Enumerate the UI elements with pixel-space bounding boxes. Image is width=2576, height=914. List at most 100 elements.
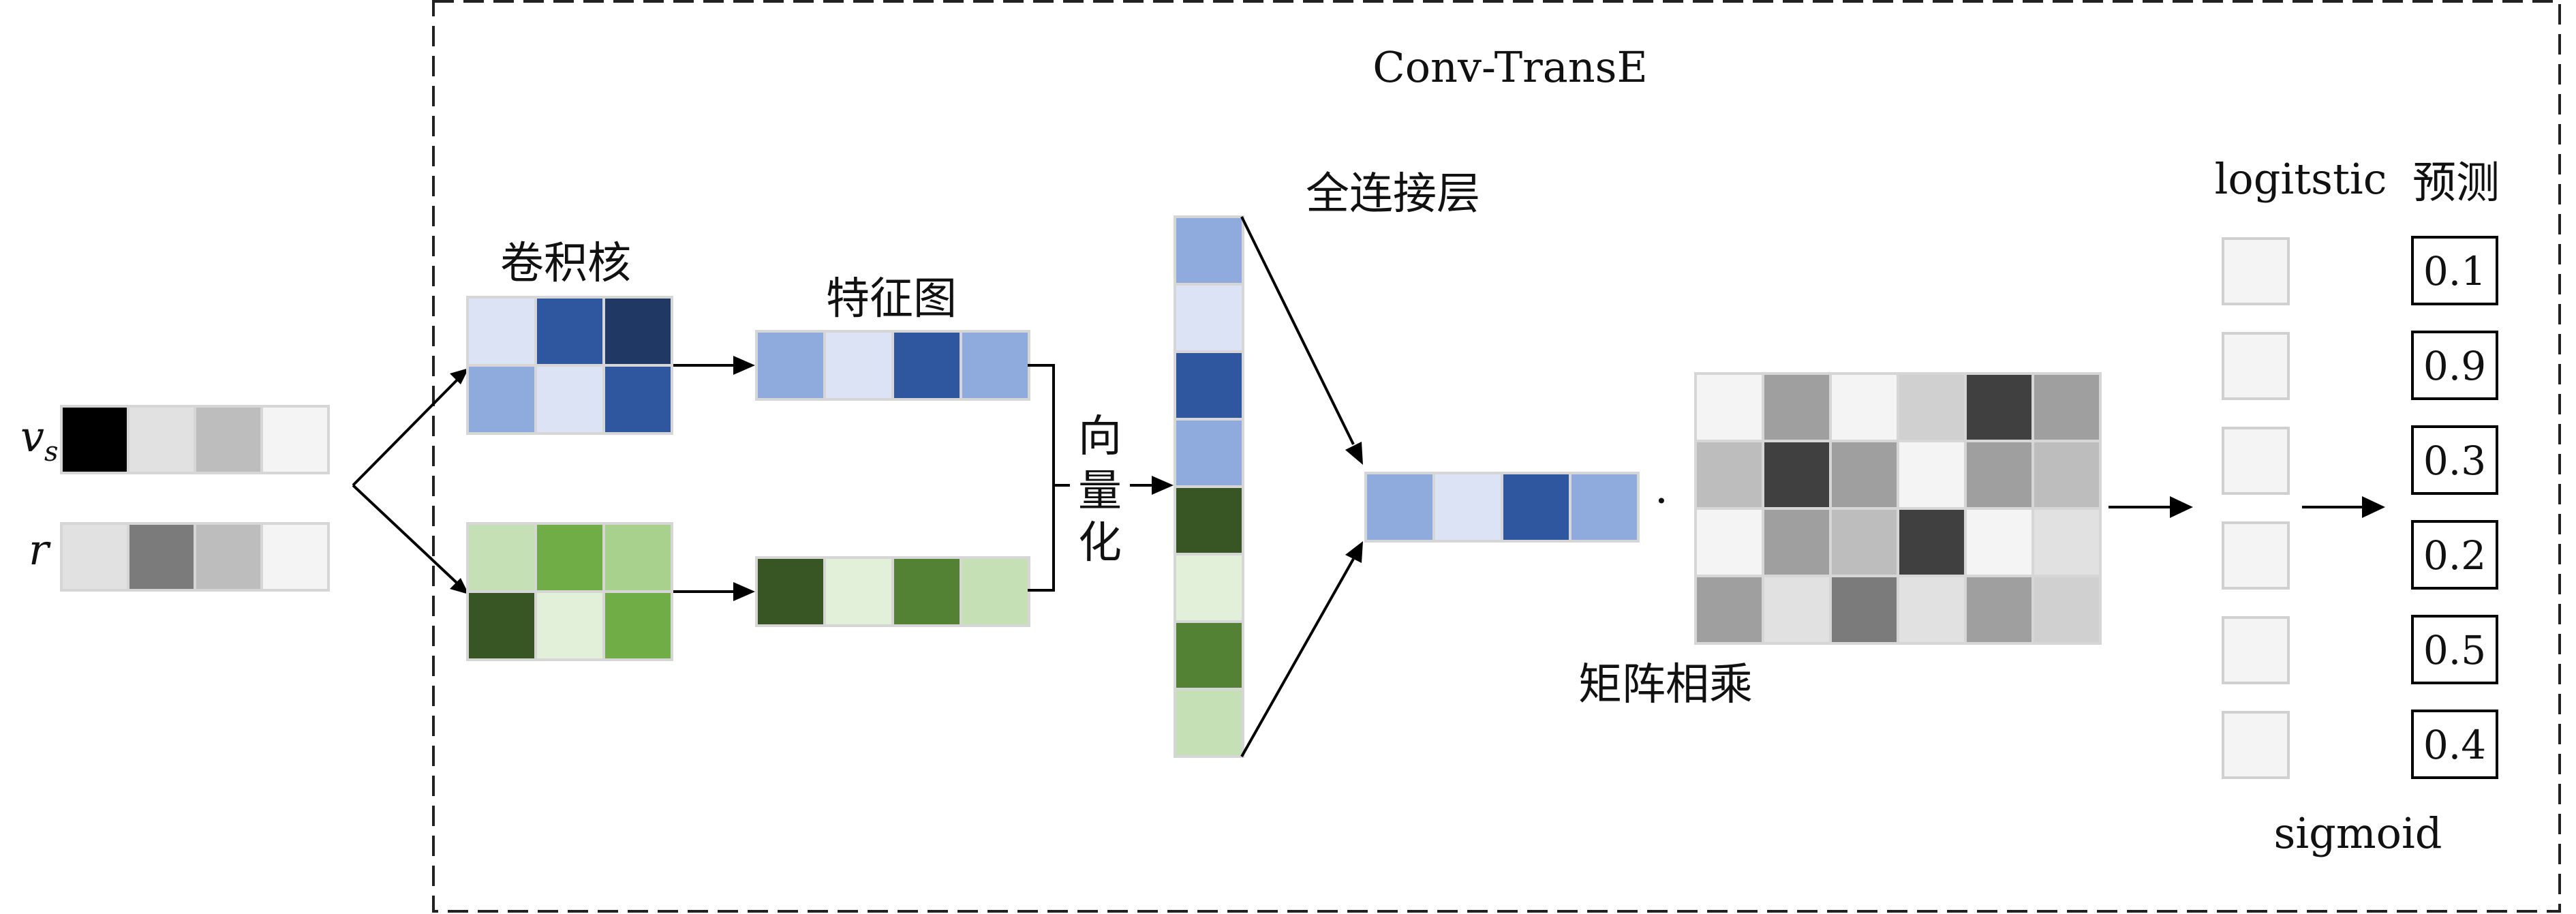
feature-blue-cell-0 (755, 330, 826, 401)
vectorize-label-2: 量 (1078, 466, 1122, 517)
matrix-cell-1-2 (1829, 440, 1899, 510)
feature-map-blue (755, 330, 1030, 401)
fc-output-vector (1364, 472, 1640, 543)
vector-cell-3 (1174, 418, 1244, 488)
kernel-blue-grid (466, 296, 673, 435)
kernel-blue-cell-0-1 (534, 296, 605, 367)
logistic-cell-0 (2222, 237, 2290, 305)
input-r-cell-0 (60, 522, 129, 592)
matrix-cell-2-4 (1964, 507, 2034, 577)
feature-blue-cell-1 (823, 330, 894, 401)
matrix-cell-1-1 (1762, 440, 1832, 510)
logistic-to-prediction-arrowhead (2362, 496, 2385, 518)
vector-cell-2 (1174, 350, 1244, 421)
matrix-cell-2-2 (1829, 507, 1899, 577)
kernel-green-cell-0-2 (602, 522, 673, 593)
kernel-green-cell-0-0 (466, 522, 537, 593)
feature-blue-cell-2 (891, 330, 962, 401)
branch-arrowhead-upper (450, 368, 469, 384)
feature-map-green (755, 556, 1030, 627)
prediction-box-4 (2411, 615, 2498, 684)
fc-arrowhead-lower (1345, 541, 1363, 563)
predict-label: 预测 (2412, 158, 2500, 209)
sigmoid-label: sigmoid (2274, 808, 2442, 858)
kernel-green-grid (466, 522, 673, 661)
vectorized-column (1174, 215, 1244, 758)
prediction-value-3: 0.2 (2423, 532, 2486, 579)
fully-connected-label: 全连接层 (1306, 169, 1480, 219)
vectorize-label-bg (1070, 408, 1130, 571)
prediction-box-2 (2411, 425, 2498, 495)
vectorize-label-1: 向 (1078, 412, 1122, 462)
logistic-column (2222, 237, 2290, 779)
feature-green-cell-3 (960, 556, 1030, 627)
vectorize-bracket (1028, 364, 1055, 592)
prediction-value-2: 0.3 (2423, 438, 2486, 484)
prediction-value-1: 0.9 (2423, 343, 2486, 389)
input-vs-cell-0 (60, 405, 129, 474)
kernel-blue-cell-1-2 (602, 364, 673, 435)
matrix-to-logistic-arrowhead (2170, 496, 2193, 518)
matrix-cell-3-1 (1762, 575, 1832, 645)
input-vs-letter: v (20, 412, 44, 461)
fc-arrow-upper (1240, 216, 1355, 445)
fc-output-cell-0 (1364, 472, 1435, 543)
vector-cell-7 (1174, 688, 1244, 758)
conv-transe-frame (432, 0, 2561, 913)
matrix-cell-2-0 (1694, 507, 1764, 577)
input-r-cell-3 (260, 522, 330, 592)
diagram-title: Conv-TransE (1373, 42, 1647, 92)
kernel-label: 卷积核 (500, 239, 631, 289)
prediction-box-3 (2411, 520, 2498, 590)
fc-output-cell-2 (1501, 472, 1571, 543)
matrix-mult-label: 矩阵相乘 (1578, 660, 1753, 710)
feature-green-cell-1 (823, 556, 894, 627)
matrix-cell-0-1 (1762, 372, 1832, 442)
kernel-green-cell-1-2 (602, 590, 673, 661)
logistic-cell-3 (2222, 521, 2290, 590)
feature-blue-cell-3 (960, 330, 1030, 401)
branch-arrow-upper (352, 369, 467, 487)
logistic-cell-5 (2222, 711, 2290, 779)
prediction-box-0 (2411, 236, 2498, 305)
vectorize-label-3: 化 (1078, 518, 1122, 568)
kernel-green-cell-1-0 (466, 590, 537, 661)
vector-cell-4 (1174, 485, 1244, 555)
matrix-cell-0-2 (1829, 372, 1899, 442)
kernel-blue-cell-1-1 (534, 364, 605, 435)
kernel-to-feature-arrowhead-lower (733, 582, 755, 601)
prediction-value-4: 0.5 (2423, 627, 2486, 673)
matrix-cell-2-5 (2031, 507, 2102, 577)
input-r-cell-1 (127, 522, 196, 592)
input-vs-subscript: s (44, 436, 59, 468)
fc-output-cell-1 (1432, 472, 1503, 543)
vector-cell-0 (1174, 215, 1244, 286)
feature-green-cell-2 (891, 556, 962, 627)
feature-green-cell-0 (755, 556, 826, 627)
matrix-cell-1-3 (1897, 440, 1967, 510)
input-r-label: r (29, 525, 51, 575)
vector-cell-6 (1174, 620, 1244, 690)
input-vs-cell-2 (194, 405, 263, 474)
matrix-cell-3-5 (2031, 575, 2102, 645)
kernel-green-cell-0-1 (534, 522, 605, 593)
entity-embedding-matrix (1694, 372, 2102, 645)
fc-arrowhead-upper (1345, 442, 1363, 465)
branch-arrow-lower (352, 484, 467, 593)
matrix-cell-1-0 (1694, 440, 1764, 510)
matrix-cell-2-1 (1762, 507, 1832, 577)
fc-arrow-lower (1240, 558, 1355, 757)
matrix-cell-0-3 (1897, 372, 1967, 442)
prediction-column: 0.10.90.30.20.50.4 (2411, 236, 2498, 779)
prediction-value-5: 0.4 (2423, 722, 2486, 768)
matrix-cell-2-3 (1897, 507, 1967, 577)
vectorize-arrowhead (1152, 476, 1174, 495)
prediction-box-5 (2411, 710, 2498, 779)
branch-arrowhead-lower (450, 578, 469, 594)
matrix-cell-3-0 (1694, 575, 1764, 645)
fc-output-cell-3 (1569, 472, 1640, 543)
logistic-label: logitstic (2215, 154, 2387, 204)
matrix-cell-0-4 (1964, 372, 2034, 442)
input-vs-label: vs (20, 412, 59, 468)
input-vs-cell-3 (260, 405, 330, 474)
